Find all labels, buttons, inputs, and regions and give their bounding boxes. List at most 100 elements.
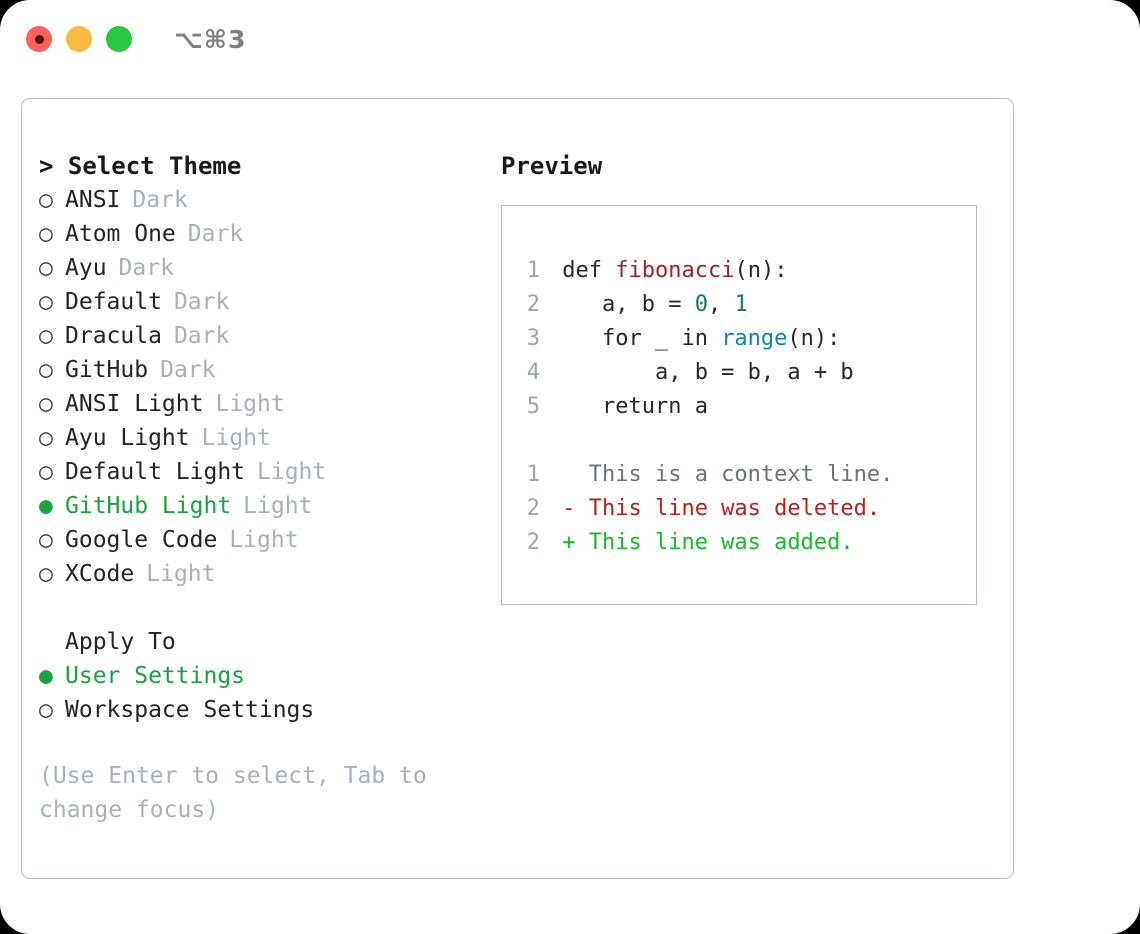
theme-option-kind-badge: Dark [173, 289, 230, 315]
code-token-num: 1 [734, 292, 748, 317]
theme-option-label: Default Light [65, 459, 246, 485]
radio-unselected-icon: ○ [39, 391, 53, 417]
apply-to-list: ● User Settings ○ Workspace Settings [39, 659, 479, 727]
diff-line: 2 - This line was deleted. [520, 492, 976, 526]
traffic-lights [26, 26, 132, 52]
titlebar-shortcut-label: ⌥⌘3 [174, 24, 247, 54]
theme-option-atom-one[interactable]: ○ Atom One Dark [39, 217, 479, 251]
radio-unselected-icon: ○ [39, 323, 53, 349]
line-number: 4 [526, 360, 540, 385]
theme-option-kind-badge: Dark [160, 357, 216, 383]
line-number: 3 [526, 326, 540, 351]
theme-option-xcode[interactable]: ○ XCode Light [39, 557, 479, 591]
apply-to-heading-label: Apply To [65, 629, 176, 655]
radio-unselected-icon: ○ [39, 459, 53, 485]
apply-to-option-label: User Settings [65, 663, 246, 689]
radio-unselected-icon: ○ [39, 697, 53, 723]
theme-option-kind-badge: Light [257, 459, 327, 485]
code-line: 5 return a [520, 390, 976, 424]
theme-option-label: Ayu Light [65, 425, 190, 451]
theme-option-kind-badge: Light [215, 391, 285, 417]
theme-option-kind-badge: Dark [132, 187, 188, 213]
titlebar: ⌥⌘3 [0, 0, 1140, 78]
list-spacer [39, 591, 479, 625]
code-line: 3 for _ in range(n): [520, 322, 976, 356]
apply-to-option-user-settings[interactable]: ● User Settings [39, 659, 479, 693]
radio-unselected-icon: ○ [39, 221, 53, 247]
code-token-func: fibonacci [615, 258, 735, 283]
preview-code-gap [520, 424, 976, 458]
code-token-del: - This line was deleted. [549, 496, 881, 521]
theme-option-kind-badge: Light [201, 425, 271, 451]
minimize-window-icon[interactable] [66, 26, 92, 52]
line-number: 1 [526, 258, 540, 283]
code-line: 2 a, b = 0, 1 [520, 288, 976, 322]
theme-option-ansi-light[interactable]: ○ ANSI Light Light [39, 387, 479, 421]
code-token-add: + This line was added. [549, 530, 854, 555]
keyboard-hint-text: (Use Enter to select, Tab to change focu… [39, 763, 427, 823]
code-token-builtin: range [721, 326, 788, 351]
theme-option-label: XCode [65, 561, 135, 587]
theme-option-default[interactable]: ○ Default Dark [39, 285, 479, 319]
preview-column: Preview 1 def fibonacci(n):2 a, b = 0, 1… [501, 149, 991, 605]
preview-diff-block: 1 This is a context line.2 - This line w… [520, 458, 976, 560]
theme-option-ayu-light[interactable]: ○ Ayu Light Light [39, 421, 479, 455]
apply-to-option-label: Workspace Settings [65, 697, 315, 723]
theme-option-kind-badge: Light [146, 561, 216, 587]
zoom-window-icon[interactable] [106, 26, 132, 52]
code-line: 1 def fibonacci(n): [520, 254, 976, 288]
theme-option-default-light[interactable]: ○ Default Light Light [39, 455, 479, 489]
theme-option-label: Dracula [65, 323, 162, 349]
code-token-num: 0 [694, 292, 708, 317]
code-token-plain: def [549, 258, 616, 283]
radio-selected-icon: ● [39, 493, 53, 519]
close-window-icon[interactable] [26, 26, 52, 52]
theme-option-label: Atom One [65, 221, 176, 247]
radio-unselected-icon: ○ [39, 425, 53, 451]
close-window-inner-dot [34, 34, 44, 44]
radio-selected-icon: ● [39, 663, 53, 689]
theme-option-github-light[interactable]: ● GitHub Light Light [39, 489, 479, 523]
code-token-plain: (n): [787, 326, 841, 351]
radio-unselected-icon: ○ [39, 289, 53, 315]
line-number: 5 [526, 394, 540, 419]
apply-to-option-workspace-settings[interactable]: ○ Workspace Settings [39, 693, 479, 727]
code-token-context: This is a context line. [549, 462, 894, 487]
theme-option-kind-badge: Dark [187, 221, 244, 247]
apply-to-heading: ○ Apply To [39, 625, 479, 659]
diff-line: 1 This is a context line. [520, 458, 976, 492]
code-token-plain: , [707, 292, 735, 317]
radio-unselected-icon: ○ [39, 527, 53, 553]
radio-unselected-icon: ○ [39, 255, 53, 281]
diff-line: 2 + This line was added. [520, 526, 976, 560]
theme-option-label: Google Code [65, 527, 218, 553]
theme-option-label: Ayu [65, 255, 107, 281]
theme-option-label: Default [65, 289, 162, 315]
theme-option-label: ANSI Light [65, 391, 204, 417]
line-number: 2 [526, 292, 540, 317]
code-line: 4 a, b = b, a + b [520, 356, 976, 390]
line-number: 2 [526, 496, 540, 521]
preview-heading: Preview [501, 152, 603, 180]
code-token-plain: (n): [734, 258, 788, 283]
theme-option-dracula[interactable]: ○ Dracula Dark [39, 319, 479, 353]
code-token-plain: a, b = b, a + b [549, 360, 854, 385]
theme-option-kind-badge: Dark [173, 323, 230, 349]
theme-option-label: GitHub Light [65, 493, 232, 519]
apply-to-heading-bullet-placeholder: ○ [39, 625, 65, 659]
code-token-plain: return a [549, 394, 708, 419]
theme-option-kind-badge: Light [243, 493, 313, 519]
radio-unselected-icon: ○ [39, 561, 53, 587]
select-theme-heading: > Select Theme [39, 152, 242, 180]
radio-unselected-icon: ○ [39, 187, 53, 213]
